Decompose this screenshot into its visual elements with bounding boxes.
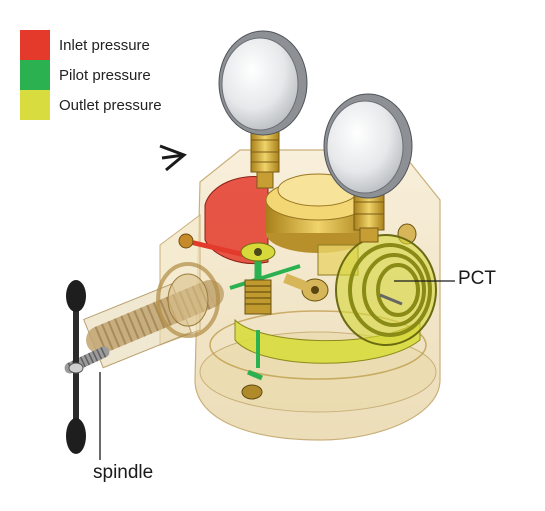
legend-label-inlet: Inlet pressure	[59, 36, 150, 54]
legend: Inlet pressure Pilot pressure Outlet pre…	[20, 30, 162, 120]
legend-item-inlet: Inlet pressure	[20, 30, 162, 60]
legend-swatch-pilot	[20, 60, 50, 90]
side-plugs	[283, 223, 417, 302]
pct-coil	[335, 234, 437, 346]
view-direction-arrow	[159, 144, 187, 172]
legend-label-pilot: Pilot pressure	[59, 66, 151, 84]
legend-label-outlet: Outlet pressure	[59, 96, 162, 114]
legend-item-pilot: Pilot pressure	[20, 60, 162, 90]
gauge-right	[323, 93, 413, 243]
pilot-pressure-path	[229, 242, 301, 400]
spindle-label: spindle	[93, 462, 154, 483]
legend-swatch-inlet	[20, 30, 50, 60]
legend-item-outlet: Outlet pressure	[20, 90, 162, 120]
inlet-pressure-chamber	[178, 176, 269, 264]
pct-label: PCT	[458, 268, 496, 289]
spindle-assembly	[64, 262, 224, 374]
t-handle	[66, 280, 86, 454]
legend-swatch-outlet	[20, 90, 50, 120]
gauge-left	[218, 30, 308, 189]
